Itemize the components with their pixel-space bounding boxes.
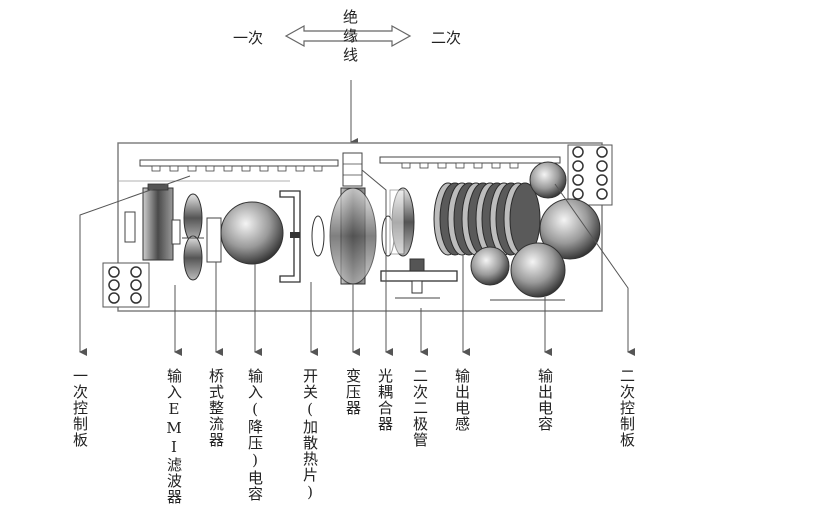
output-inductor-component [433, 182, 541, 256]
output-capacitor-small [470, 246, 510, 286]
secondary-side-label: 二次 [431, 29, 461, 47]
input-capacitor-component [220, 201, 284, 265]
label-optocoupler: 光耦合器 [376, 368, 394, 432]
output-capacitor-large [539, 198, 601, 260]
primary-side-label: 一次 [233, 29, 263, 47]
output-capacitor-group [470, 161, 601, 301]
label-input-capacitor: 输入(降压)电容 [246, 368, 264, 502]
secondary-strip-teeth [401, 162, 519, 169]
label-transformer: 变压器 [344, 368, 362, 416]
bridge-rectifier-component [206, 217, 222, 263]
double-arrow [284, 24, 412, 48]
label-output-inductor: 输出电感 [453, 368, 471, 432]
output-capacitor-mid [510, 242, 566, 298]
insulation-line-label: 绝缘线 [343, 8, 358, 64]
switch-heatsink-component [279, 190, 301, 283]
primary-strip-teeth [151, 165, 323, 172]
output-capacitor-top [529, 161, 567, 199]
label-output-capacitor: 输出电容 [536, 368, 554, 432]
leader-primary-control [79, 175, 191, 356]
terminal-block-right [567, 144, 613, 206]
terminal-block-left [102, 262, 150, 308]
leader-secondary-control [554, 183, 635, 356]
optocoupler-component [389, 187, 415, 257]
label-primary-control-board: 一次控制板 [71, 368, 89, 448]
label-secondary-diode: 二次二极管 [411, 368, 429, 448]
secondary-control-strip [379, 156, 561, 164]
label-switch-heatsink: 开关(加散热片) [301, 368, 319, 502]
secondary-diode-component [380, 258, 458, 299]
leader-lines [79, 169, 635, 356]
label-bridge-rectifier: 桥式整流器 [207, 368, 225, 448]
primary-control-strip [139, 159, 339, 167]
label-input-emi-filter: 输入EMI滤波器 [165, 368, 183, 505]
leader-optocoupler [361, 169, 393, 356]
transformer-connector [342, 152, 363, 187]
label-secondary-control-board: 二次控制板 [618, 368, 636, 448]
